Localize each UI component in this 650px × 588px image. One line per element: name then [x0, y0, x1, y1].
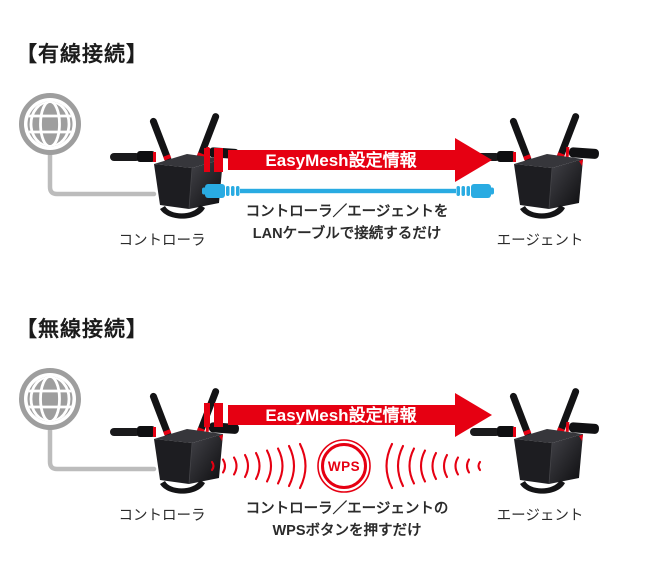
radio-waves-left-icon — [210, 442, 307, 490]
wps-badge: WPS — [317, 439, 371, 493]
wps-wave-graphic: WPS — [210, 439, 482, 493]
wan-cable — [47, 143, 157, 197]
wireless-description-line2: WPSボタンを押すだけ — [272, 523, 422, 539]
wired-description-line2: LANケーブルで接続するだけ — [252, 226, 442, 242]
wired-description-line1: コントローラ／エージェントを — [245, 204, 449, 220]
section-heading-wired: 【有線接続】 — [16, 43, 148, 66]
agent-label-wireless: エージェント — [496, 508, 584, 524]
internet-globe-icon — [18, 92, 82, 156]
wireless-description-line1: コントローラ／エージェントの — [245, 501, 449, 517]
wired-description: コントローラ／エージェントを LANケーブルで接続するだけ — [197, 201, 497, 245]
radio-waves-right-icon — [385, 442, 482, 490]
easymesh-arrow-wireless: EasyMesh設定情報 — [204, 393, 492, 437]
wps-badge-label: WPS — [328, 459, 360, 474]
wan-cable — [47, 418, 157, 472]
easymesh-arrow-label-wired: EasyMesh設定情報 — [265, 150, 417, 170]
easymesh-arrow-label-wireless: EasyMesh設定情報 — [265, 405, 417, 425]
section-heading-wireless: 【無線接続】 — [16, 318, 148, 341]
agent-label-wired: エージェント — [496, 233, 584, 249]
controller-label-wireless: コントローラ — [118, 508, 206, 524]
internet-globe-icon — [18, 367, 82, 431]
controller-label-wired: コントローラ — [118, 233, 206, 249]
easymesh-arrow-wired: EasyMesh設定情報 — [204, 138, 492, 182]
wireless-description: コントローラ／エージェントの WPSボタンを押すだけ — [197, 498, 497, 542]
lan-cable-icon — [202, 184, 494, 198]
